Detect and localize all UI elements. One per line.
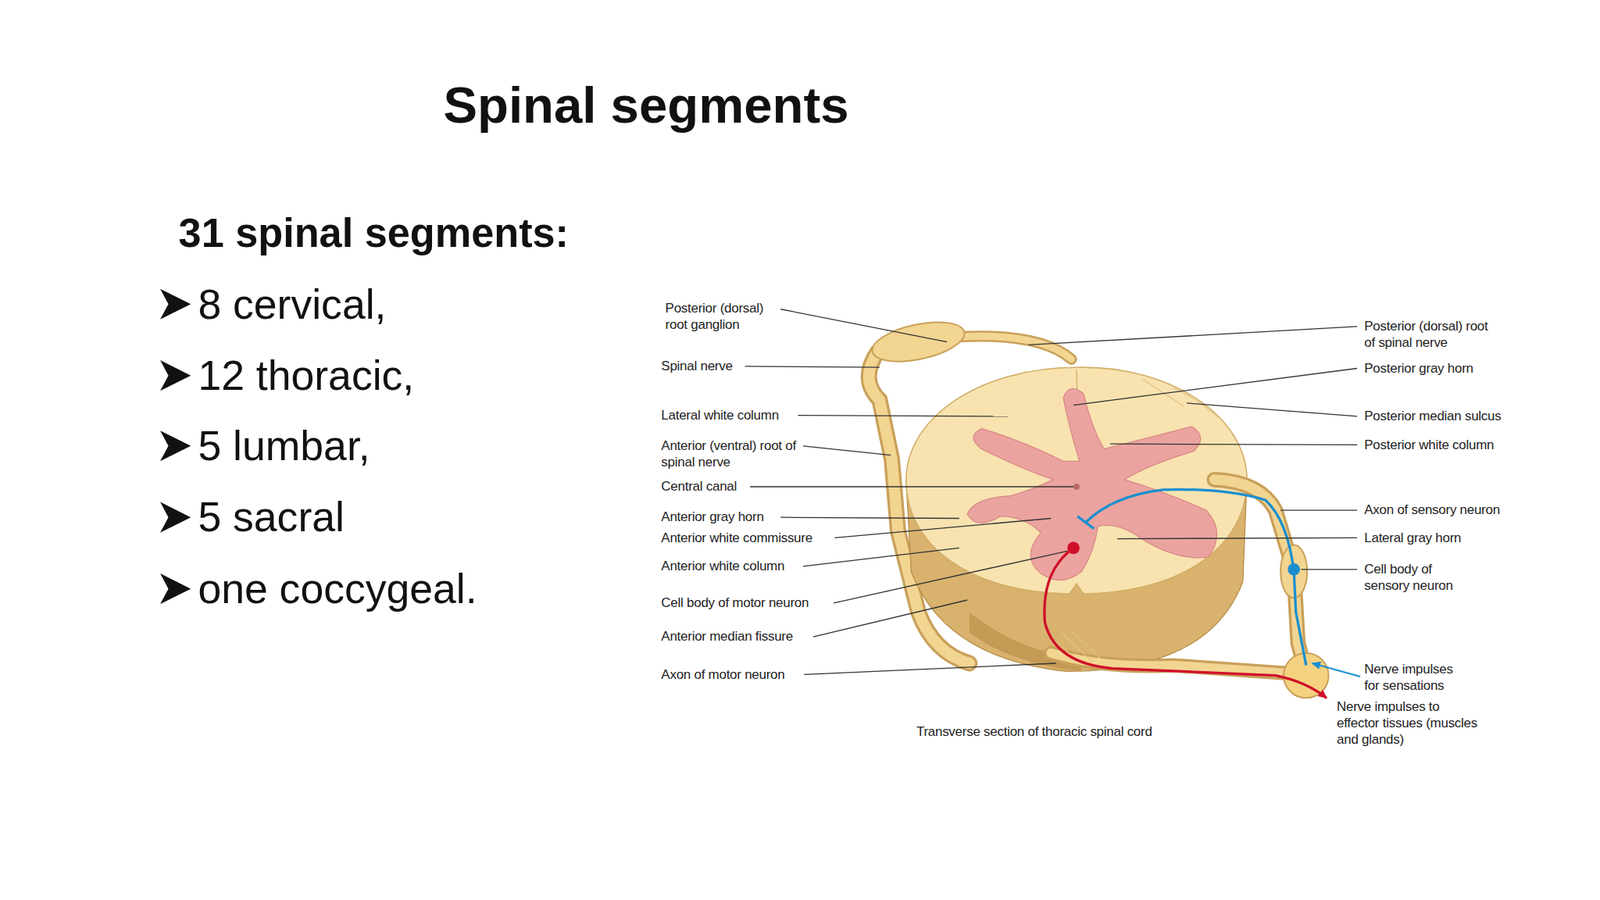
bullet-arrows [160,289,191,605]
part-label: Central canal [660,478,737,496]
figure-caption: Transverse section of thoracic spinal co… [916,723,1153,740]
bullet-item: 8 cervical, [197,278,386,330]
part-label: Cell body of motor neuron [660,594,809,611]
part-label: Nerve impulses to effector tissues (musc… [1336,699,1480,749]
sensory-cell-body [1287,563,1300,576]
part-label: Anterior white column [660,557,785,575]
part-label: Nerve impulses for sensations [1364,660,1467,694]
white-matter-fold [1142,379,1184,407]
part-label: Posterior white column [1364,436,1494,454]
bullet-arrow [160,430,191,461]
leader-lines [744,309,1358,675]
bullet-arrow [160,573,191,604]
gray-matter [967,388,1217,580]
spinal-cord [868,314,1329,698]
motor-cell-body [1067,542,1080,555]
part-label: Lateral white column [660,407,779,424]
posterior-root [959,335,1072,359]
part-label: Anterior gray horn [660,509,764,526]
part-label: Anterior median fissure [660,628,793,646]
bullet-item: one coccygeal. [197,563,477,615]
part-label: Posterior (dorsal) root of spinal nerve [1364,318,1492,352]
part-label: Cell body of sensory neuron [1364,560,1467,594]
bullet-arrow [160,360,191,391]
motor-axon [1044,547,1327,698]
list-heading: 31 spinal segments: [178,207,569,258]
part-label: Axon of motor neuron [660,666,785,683]
part-label: Anterior white commissure [660,529,813,547]
sensory-arrow [1312,663,1361,677]
sensory-axon [1085,489,1307,666]
sensory-terminal [1077,516,1094,529]
part-label: Anterior (ventral) root of spinal nerve [660,437,804,471]
part-label: Spinal nerve [660,357,733,375]
part-label: Posterior gray horn [1364,360,1473,377]
bullet-item: 5 sacral [197,492,345,543]
bullet-arrow [160,502,191,533]
part-label: Posterior (dorsal) root ganglion [665,300,783,333]
bullet-arrow [160,289,191,320]
bullet-item: 5 lumbar, [197,420,370,472]
part-label: Posterior median sulcus [1364,407,1501,425]
neurons [1044,489,1361,699]
white-matter-fold [1173,387,1220,418]
root-ganglion [868,314,968,368]
central-canal [1073,483,1080,490]
white-matter [906,367,1247,594]
slide-title: Spinal segments [443,74,850,136]
bullet-item: 12 thoracic, [197,350,415,401]
part-label: Axon of sensory neuron [1364,502,1500,519]
part-label: Lateral gray horn [1364,529,1461,547]
posterior-root [959,335,1072,359]
